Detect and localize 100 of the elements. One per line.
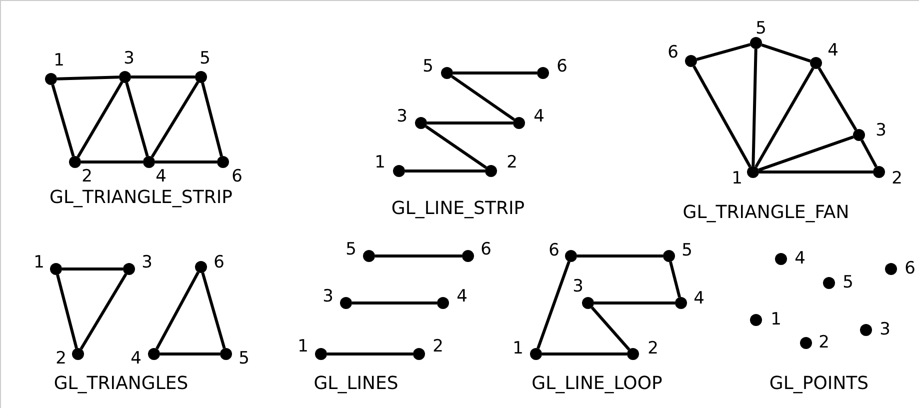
line-segment [425,125,487,169]
vertex-number: 2 [506,154,518,172]
line-segment [594,302,675,304]
vertex-number: 4 [130,350,142,368]
line-segment [62,268,123,270]
vertex-point [750,314,762,326]
vertex-point [462,250,474,262]
line-segment [536,261,570,349]
vertex-number: 5 [238,350,250,368]
vertex-point [415,117,427,129]
vertex-point [537,67,549,79]
vertex-point [823,277,835,289]
vertex-point [663,250,675,262]
vertex-number: 4 [456,288,468,306]
vertex-point [123,263,135,275]
primitive-caption: GL_LINE_STRIP [391,199,525,219]
vertex-point [747,166,759,178]
line-segment [56,274,78,349]
vertex-point [513,117,525,129]
line-segment [453,72,537,74]
vertex-point [775,253,787,265]
vertex-number: 3 [142,254,152,272]
line-segment [131,76,195,78]
primitive-caption: GL_POINTS [769,374,869,394]
vertex-point [220,348,232,360]
vertex-point [675,297,687,309]
line-segment [761,43,811,63]
vertex-point [119,71,131,83]
vertex-number: 6 [556,58,568,76]
line-segment [752,48,758,166]
line-segment [160,352,220,356]
line-segment [692,66,752,168]
vertex-number: 5 [756,20,766,38]
line-segment [759,170,873,174]
line-segment [590,306,630,350]
vertex-number: 4 [794,250,806,268]
vertex-number: 6 [232,168,242,186]
vertex-point [393,165,405,177]
line-segment [669,261,681,298]
vertex-point [195,261,207,273]
vertex-number: 4 [534,108,544,126]
vertex-number: 1 [732,170,742,188]
vertex-number: 1 [54,52,64,70]
vertex-number: 1 [512,340,524,358]
vertex-point [860,324,872,336]
vertex-number: 6 [904,260,916,278]
vertex-number: 6 [214,254,224,272]
vertex-number: 3 [396,108,408,126]
line-segment [155,160,217,164]
line-segment [51,84,75,157]
vertex-point [143,156,155,168]
vertex-point [195,71,207,83]
line-segment [156,272,200,350]
line-segment [201,272,226,349]
line-segment [754,67,814,168]
primitive-caption: GL_LINES [314,374,398,394]
vertex-number: 2 [818,334,830,352]
line-segment [76,81,124,158]
vertex-point [627,348,639,360]
vertex-number: 5 [200,50,210,68]
vertex-point [340,297,352,309]
vertex-number: 1 [298,338,308,356]
line-segment [150,81,200,158]
vertex-number: 4 [694,290,704,308]
primitive-caption: GL_TRIANGLES [54,374,188,394]
vertex-point [69,156,81,168]
vertex-point [885,263,897,275]
vertex-point [217,156,229,168]
line-segment [80,273,128,350]
vertex-number: 3 [322,288,334,306]
line-segment [758,136,854,172]
vertex-number: 6 [548,242,560,260]
vertex-number: 5 [842,274,854,292]
vertex-number: 2 [432,338,444,356]
vertex-point [363,250,375,262]
vertex-number: 3 [572,278,584,296]
line-segment [860,140,878,168]
vertex-point [685,55,697,67]
vertex-point [485,165,497,177]
vertex-number: 2 [892,170,902,188]
vertex-point [50,263,62,275]
line-segment [352,302,437,304]
line-segment [427,122,513,124]
vertex-number: 4 [828,42,838,60]
primitive-caption: GL_TRIANGLE_STRIP [50,188,232,208]
vertex-point [582,297,594,309]
line-segment [81,160,143,164]
vertex-point [148,348,160,360]
vertex-number: 5 [682,242,692,260]
vertex-point [810,57,822,69]
vertex-point [873,166,885,178]
line-segment [818,67,858,131]
line-segment [201,82,223,157]
vertex-point [750,37,762,49]
vertex-point [530,348,542,360]
vertex-point [437,297,449,309]
vertex-number: 6 [480,242,492,258]
vertex-number: 4 [156,168,166,186]
vertex-number: 5 [422,58,434,76]
vertex-number: 2 [648,340,658,358]
